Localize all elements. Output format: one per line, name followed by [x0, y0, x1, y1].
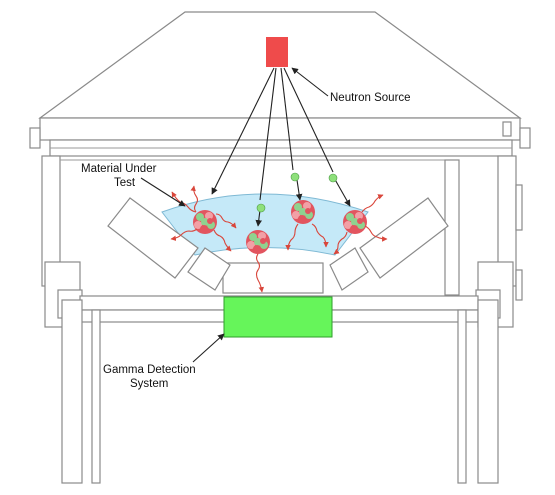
side-detector-right: [329, 197, 449, 291]
callout-neutron-source: [291, 67, 329, 97]
callout-gamma: [192, 333, 225, 363]
callout-material: [140, 177, 186, 207]
label-material-under-test-line1: Material Under: [81, 163, 157, 175]
housing-roof: [29, 11, 531, 157]
gamma-detection-system: [223, 296, 333, 338]
neutron-rays: [211, 67, 351, 227]
material-under-test: [161, 193, 369, 256]
neutron-source: [266, 37, 288, 67]
neutron-icon: [256, 172, 338, 213]
side-detector-left: [107, 197, 231, 291]
label-neutron-source: Neutron Source: [330, 92, 411, 104]
label-material-under-test-line2: Test: [114, 177, 136, 189]
label-gamma-detection-line2: System: [130, 378, 168, 390]
nucleus-icon: [193, 200, 367, 254]
label-gamma-detection-line1: Gamma Detection: [103, 364, 196, 376]
